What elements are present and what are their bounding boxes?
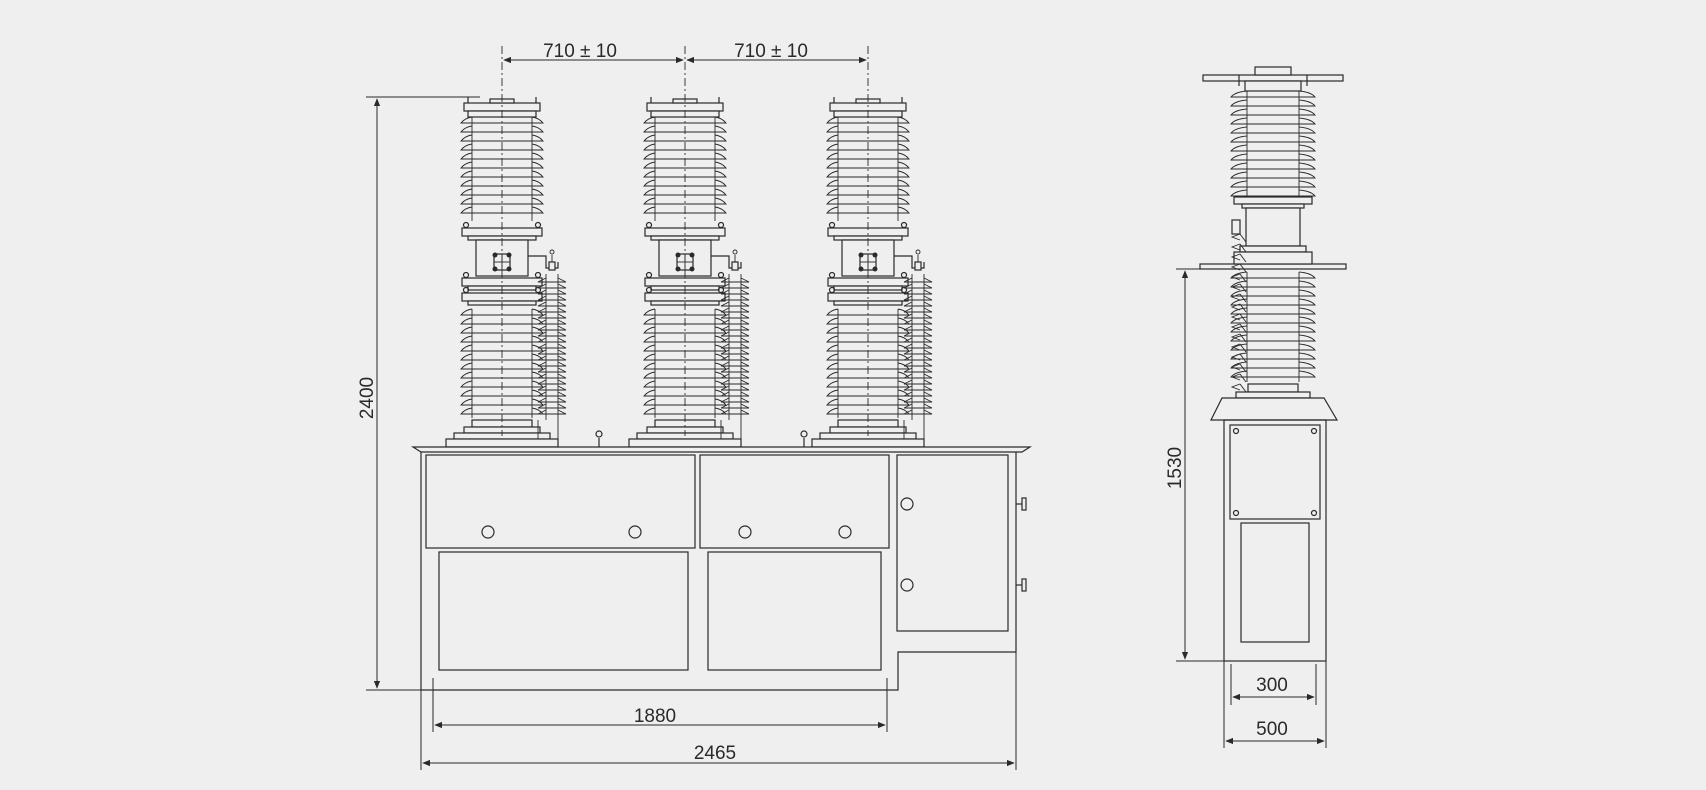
dimension-label-spacing-right: 710 ± 10: [734, 41, 808, 62]
side-cabinet: [1223, 419, 1327, 662]
panel-knob: [900, 497, 914, 511]
panel-knob: [481, 525, 495, 539]
side-mid-terminal: [1199, 263, 1347, 270]
pole-group: [445, 97, 933, 448]
lifting-hook: [595, 430, 603, 447]
panel-knob: [628, 525, 642, 539]
panel-knob: [900, 578, 914, 592]
panel-upper-left: [425, 454, 696, 549]
cabinet-top-plate: [410, 446, 1033, 453]
side-mid-housing: [1245, 207, 1301, 247]
side-panel-upper: [1229, 424, 1321, 520]
panel-right-door: [896, 454, 1009, 632]
dimension-label-total-width: 2465: [694, 743, 736, 764]
side-cabinet-cap: [1210, 397, 1339, 421]
dimension-label-side-outer: 500: [1256, 719, 1288, 740]
panel-upper-middle: [699, 454, 890, 549]
side-view: 1530 300 500: [1165, 66, 1347, 748]
dimension-label-spacing-left: 710 ± 10: [543, 41, 617, 62]
side-upper-insulator: [1230, 90, 1316, 197]
side-panel-lower: [1240, 522, 1310, 643]
dimension-label-side-height: 1530: [1165, 447, 1186, 489]
side-handle: [1016, 497, 1027, 511]
panel-lower-middle: [707, 551, 882, 671]
side-handle: [1016, 578, 1027, 592]
front-view: 710 ± 10 710 ± 10 2400 1880 2465: [357, 41, 1033, 770]
panel-knob: [738, 525, 752, 539]
panel-lower-left: [438, 551, 689, 671]
pole: [811, 97, 933, 448]
dimension-label-inner-width: 1880: [634, 706, 676, 727]
lifting-hook: [800, 430, 808, 447]
dimension-label-height: 2400: [357, 377, 378, 419]
dimension-label-side-inner: 300: [1256, 675, 1288, 696]
pole: [445, 97, 567, 448]
side-ct-insulator: [1230, 233, 1247, 393]
cabinet-body: [420, 452, 1017, 691]
pole: [628, 97, 750, 448]
panel-knob: [838, 525, 852, 539]
side-top-terminal: [1202, 74, 1344, 82]
